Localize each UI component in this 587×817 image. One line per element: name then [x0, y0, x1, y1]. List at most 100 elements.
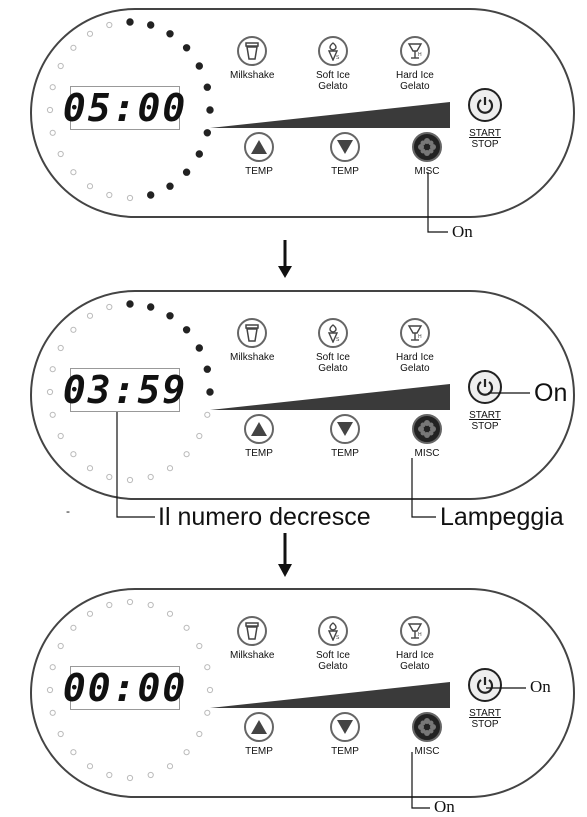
hard-ice-cup-icon: H	[399, 616, 430, 646]
progress-dot	[49, 366, 56, 373]
progress-dot	[196, 730, 203, 738]
soft-ice-label-2: Gelato	[318, 81, 348, 92]
start-stop-button[interactable]: START STOP	[468, 370, 502, 432]
progress-dot	[57, 730, 64, 738]
progress-dot	[147, 771, 154, 779]
start-label: START	[469, 708, 501, 719]
progress-dot	[106, 303, 113, 311]
temp-up-label: TEMP	[245, 746, 273, 757]
misc-label: MISC	[414, 448, 440, 459]
misc-label: MISC	[414, 166, 440, 177]
progress-dot	[106, 601, 113, 609]
progress-dot-lit	[182, 326, 191, 334]
progress-dot	[70, 169, 77, 176]
time-display: 00:00	[62, 666, 188, 710]
progress-dot	[46, 388, 54, 396]
level-ramp	[210, 102, 450, 128]
triangle-up-icon	[244, 132, 274, 162]
annotation-on-power-3: On	[530, 677, 551, 696]
progress-dot	[57, 642, 64, 650]
soft-ice-label-1: Soft Ice	[316, 352, 350, 363]
hard-ice-label-1: Hard Ice	[396, 352, 434, 363]
progress-dot	[57, 344, 64, 352]
stop-label: STOP	[471, 719, 499, 730]
hard-ice-label-2: Gelato	[400, 363, 430, 374]
temp-down-button[interactable]: TEMP	[330, 414, 360, 459]
progress-dot	[106, 191, 113, 199]
progress-dot	[147, 601, 154, 609]
progress-dot	[126, 476, 134, 484]
soft-ice-label-2: Gelato	[318, 661, 348, 672]
progress-dot	[86, 30, 94, 37]
triangle-down-icon	[330, 132, 360, 162]
progress-dot	[196, 432, 203, 440]
progress-dot-lit	[126, 18, 134, 26]
progress-dot-lit	[126, 300, 134, 308]
annotation-on-misc-1: On	[452, 222, 473, 241]
progress-dot	[126, 598, 134, 606]
misc-button[interactable]: MISC	[412, 712, 442, 757]
progress-dot	[196, 642, 203, 650]
stop-label: STOP	[471, 421, 499, 432]
soft-ice-cone-icon: S	[317, 36, 348, 66]
milkshake-label: Milkshake	[230, 352, 275, 363]
progress-dot-lit	[182, 44, 191, 52]
milkshake-button[interactable]: Milkshake	[230, 616, 274, 661]
time-display: 05:00	[62, 86, 188, 130]
progress-dot-lit	[195, 62, 204, 70]
soft-ice-cone-icon: S	[317, 318, 348, 348]
progress-dot	[147, 473, 154, 481]
progress-dot	[70, 451, 77, 458]
progress-dot	[106, 21, 113, 29]
stray-dash: -	[66, 504, 70, 518]
misc-flower-icon	[412, 132, 442, 162]
start-stop-button[interactable]: START STOP	[468, 88, 502, 150]
progress-dot	[86, 312, 94, 319]
progress-dot-lit	[166, 182, 174, 190]
progress-dot	[49, 84, 56, 91]
temp-up-button[interactable]: TEMP	[244, 414, 274, 459]
triangle-up-icon	[244, 414, 274, 444]
temp-up-button[interactable]: TEMP	[244, 132, 274, 177]
progress-dot-lit	[166, 312, 174, 320]
progress-dot	[49, 709, 56, 716]
misc-button[interactable]: MISC	[412, 414, 442, 459]
progress-dot	[57, 150, 64, 158]
progress-dot-lit	[203, 83, 212, 91]
milkshake-button[interactable]: Milkshake	[230, 318, 274, 363]
progress-dot	[70, 749, 77, 756]
progress-dot	[46, 106, 54, 114]
milkshake-button[interactable]: Milkshake	[230, 36, 274, 81]
progress-dot	[57, 432, 64, 440]
milkshake-cup-icon	[237, 616, 268, 646]
milkshake-label: Milkshake	[230, 70, 275, 81]
annotation-number-decreases: Il numero decresce	[158, 503, 371, 531]
progress-dot	[70, 44, 77, 51]
temp-down-button[interactable]: TEMP	[330, 712, 360, 757]
progress-dot-lit	[195, 344, 204, 352]
temp-up-button[interactable]: TEMP	[244, 712, 274, 757]
temp-down-label: TEMP	[331, 448, 359, 459]
progress-dot	[86, 183, 94, 190]
triangle-up-icon	[244, 712, 274, 742]
progress-dot	[183, 624, 190, 631]
annotation-flashing: Lampeggia	[440, 503, 564, 531]
hard-ice-cup-icon: H	[399, 318, 430, 348]
annotation-on-power-2: On	[534, 379, 568, 407]
milkshake-cup-icon	[237, 318, 268, 348]
temp-down-button[interactable]: TEMP	[330, 132, 360, 177]
progress-dot	[166, 610, 174, 617]
progress-dot	[49, 664, 56, 671]
start-label: START	[469, 128, 501, 139]
misc-button[interactable]: MISC	[412, 132, 442, 177]
start-stop-button[interactable]: START STOP	[468, 668, 502, 730]
progress-dot-lit	[166, 30, 174, 38]
milkshake-label: Milkshake	[230, 650, 275, 661]
progress-dot-lit	[147, 303, 155, 311]
